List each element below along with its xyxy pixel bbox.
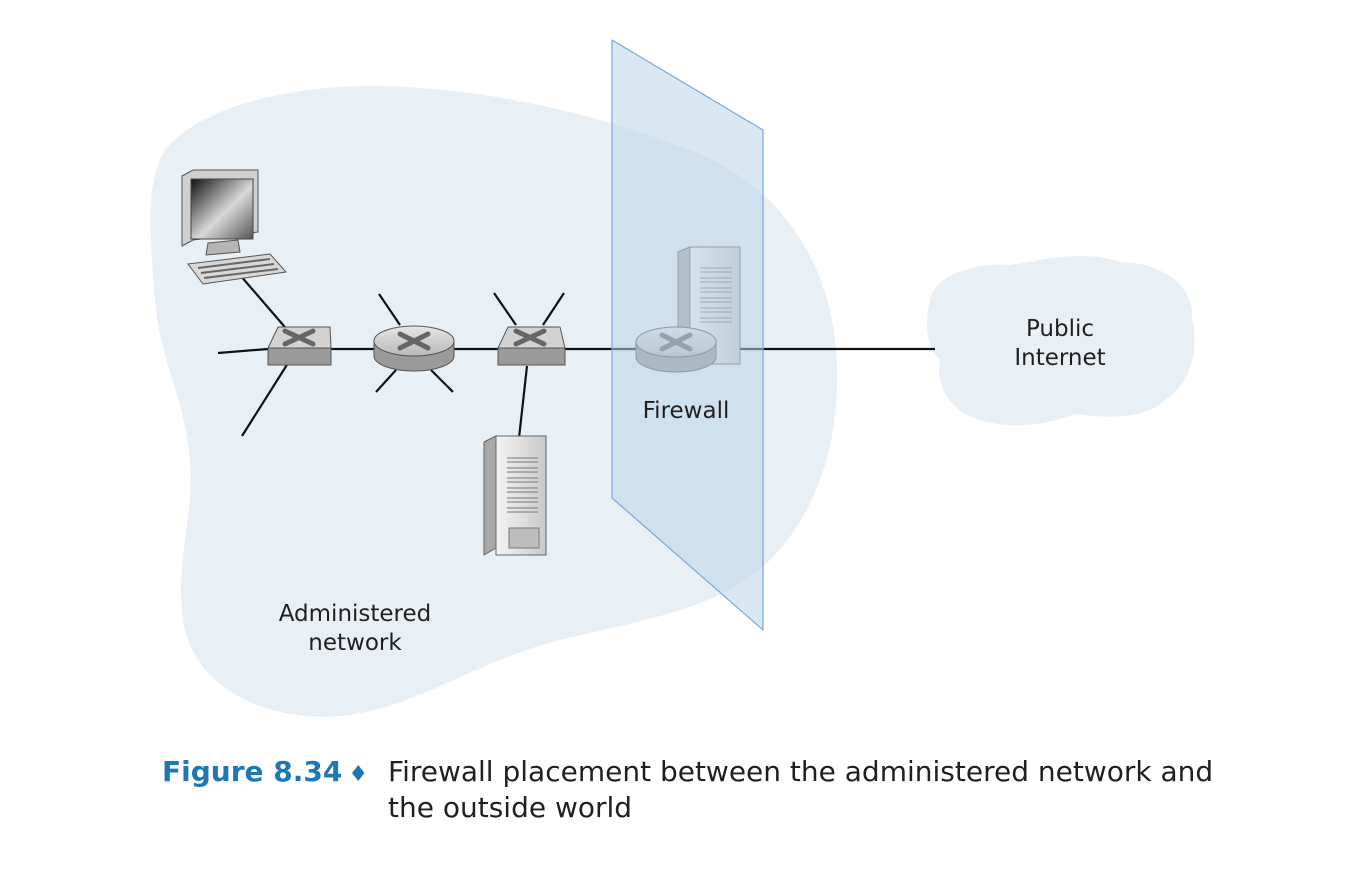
public-internet-label-line1: Public	[1025, 316, 1095, 342]
switch-icon	[267, 326, 332, 366]
public-internet-cloud	[927, 255, 1195, 426]
administered-network-label: Administered network	[255, 600, 455, 658]
public-internet-label-line2: Internet	[1014, 345, 1106, 371]
administered-network-label-line1: Administered	[278, 601, 432, 627]
server-icon	[483, 435, 547, 556]
desktop-computer-icon	[181, 169, 287, 285]
firewall-label: Firewall	[642, 398, 730, 424]
firewall-plane	[611, 38, 764, 632]
figure-number: Figure 8.34	[162, 755, 343, 788]
router-icon	[373, 325, 455, 372]
public-internet-label: Public Internet	[990, 315, 1130, 373]
caption-bullet-icon: ♦	[348, 762, 369, 787]
administered-network-label-line2: network	[308, 630, 402, 656]
network-links	[217, 274, 935, 439]
switch-icon	[497, 326, 566, 366]
caption-text: Firewall placement between the administe…	[388, 755, 1214, 824]
figure-caption: Figure 8.34♦ Firewall placement between …	[162, 754, 1242, 824]
